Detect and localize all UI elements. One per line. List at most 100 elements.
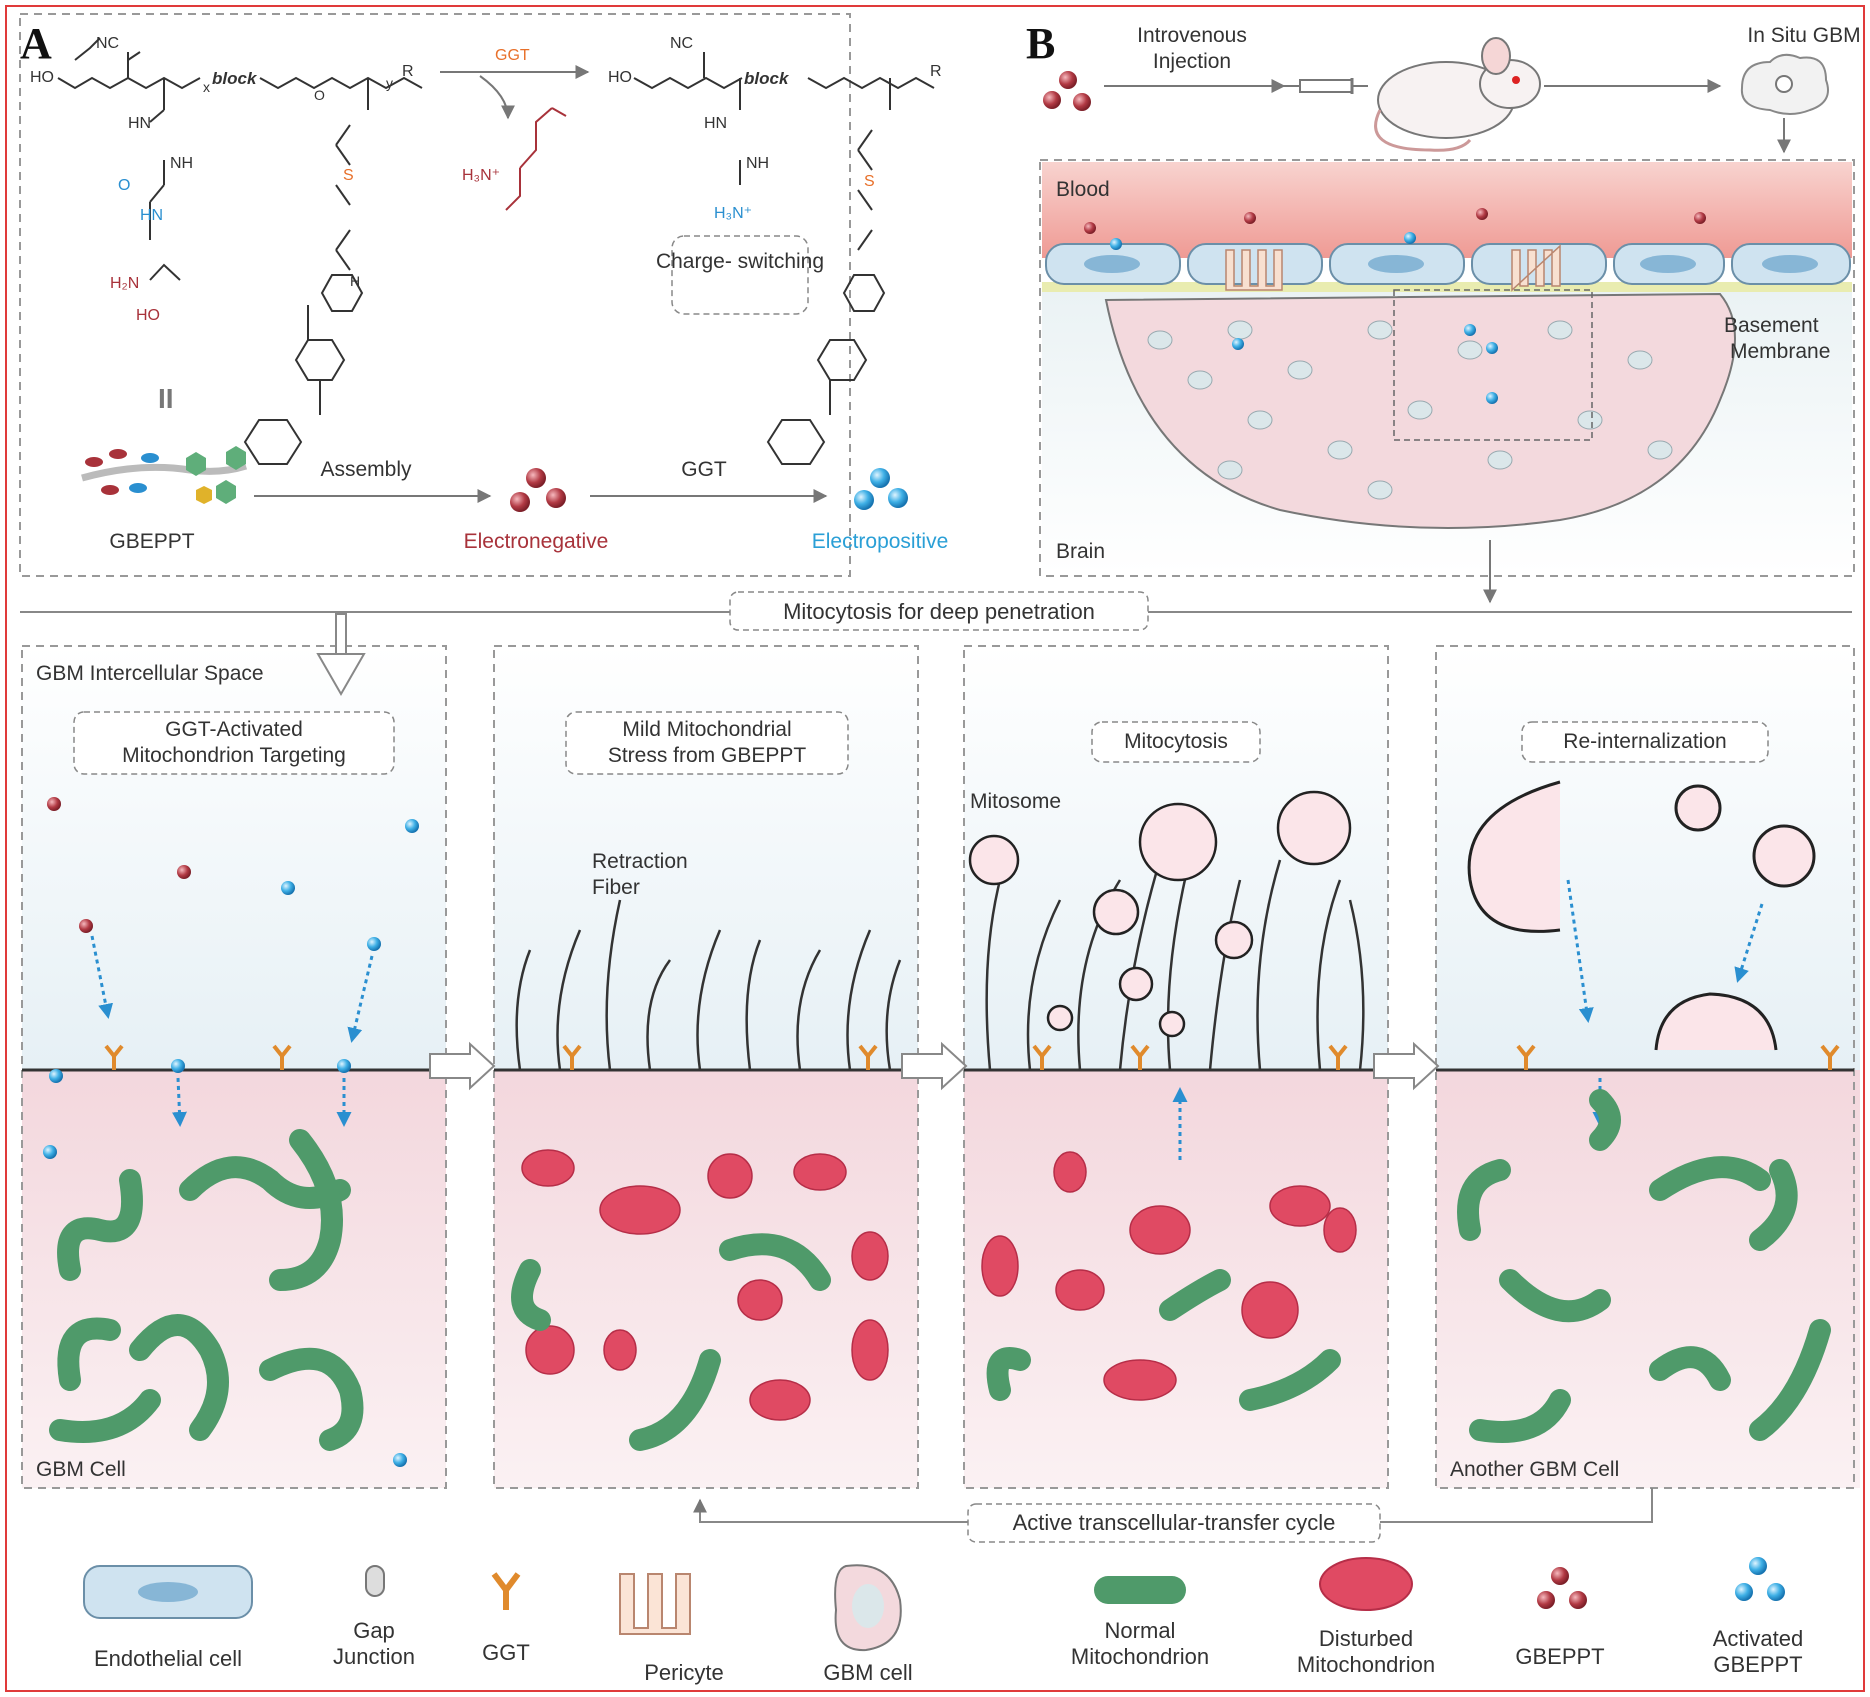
fusing-mitosome xyxy=(1654,992,1778,1051)
stage-2-extracellular xyxy=(494,646,918,1070)
stage-1-top-label: GBM Intercellular Space xyxy=(36,662,264,685)
stage-1-normal-mitochondria xyxy=(49,1129,364,1451)
ggt-activation-label: GGT xyxy=(681,458,727,481)
brain-icon xyxy=(1740,53,1829,115)
block-label-left: block xyxy=(212,69,258,88)
ho-label-right: HO xyxy=(608,69,632,86)
mitosome-small xyxy=(1674,784,1722,832)
ring-h-left: H xyxy=(350,273,360,289)
nc-label-right: NC xyxy=(670,35,693,52)
gbeppt-label: GBEPPT xyxy=(109,530,194,553)
stage-3-disturbed-mitochondria xyxy=(981,1151,1357,1401)
stage-4-normal-mitochondria xyxy=(1457,1089,1831,1443)
stage-4-arrows xyxy=(1566,879,1764,1127)
stage-2-disturbed-mitochondria xyxy=(521,1149,889,1421)
stage-3-ggt-receptors xyxy=(1032,1044,1348,1070)
figure-frame xyxy=(5,5,1865,1692)
retraction-fibers xyxy=(515,899,902,1071)
methoxy-o-left: O xyxy=(314,87,325,103)
basement-membrane-layer xyxy=(1042,282,1852,292)
h3n-label-right: H₃N⁺ xyxy=(714,205,752,222)
panel-a-border xyxy=(19,13,851,577)
stage-2-normal-mitochondria xyxy=(511,1233,831,1451)
banner-label: Mitocytosis for deep penetration xyxy=(783,599,1095,624)
sulfur-label-right: S xyxy=(864,173,875,190)
charge-switching-label: Charge- switching xyxy=(656,250,824,273)
o-label-1: O xyxy=(118,177,130,194)
blood-region xyxy=(1042,162,1852,258)
stage-4-box-label: Re-internalization xyxy=(1563,730,1726,753)
stage-3-box-label: Mitocytosis xyxy=(1124,730,1228,753)
ho-label-left: HO xyxy=(30,69,54,86)
stage-2-ggt-receptors xyxy=(562,1044,878,1070)
cycle-label: Active transcellular-transfer cycle xyxy=(1013,1510,1336,1535)
ggt-reaction-label: GGT xyxy=(495,47,530,64)
stage-1-cytoplasm xyxy=(22,1070,446,1488)
stage-transition-arrows xyxy=(429,1041,1440,1091)
legend-gbm-cell: GBM cell xyxy=(823,1564,913,1685)
electronegative-label: Electronegative xyxy=(464,530,609,553)
stage-1-bottom-label: GBM Cell xyxy=(36,1458,126,1481)
stage-1-particles xyxy=(43,797,419,1467)
endothelium-row xyxy=(1045,243,1851,292)
panel-a: A NC HO x bloc xyxy=(19,13,942,577)
stage-3-cytoplasm xyxy=(964,1070,1388,1488)
x-subscript-left: x xyxy=(203,79,210,95)
electronegative-particles xyxy=(510,468,566,512)
released-arrow xyxy=(479,75,515,120)
zoom-box xyxy=(1393,289,1593,441)
cycle-box xyxy=(967,1503,1381,1543)
ho-label-2: HO xyxy=(136,307,160,324)
polymer-structure-left xyxy=(57,37,423,465)
banner-box xyxy=(729,591,1149,631)
stage-3-box xyxy=(1091,721,1261,763)
nh-label-1: NH xyxy=(170,155,193,172)
brain-label: Brain xyxy=(1056,540,1105,563)
nh-label-right: NH xyxy=(746,155,769,172)
gbeppt-polymer-icon xyxy=(81,446,248,504)
hn-label-2: HN xyxy=(140,207,163,224)
stage-1-box xyxy=(73,711,395,775)
stage-4: Re-internalization Another GBM Cell xyxy=(1435,645,1860,1489)
hn-label-right: HN xyxy=(704,115,727,132)
stage-4-bottom-label: Another GBM Cell xyxy=(1450,1458,1619,1481)
stage-1-ggt-receptors xyxy=(104,1044,292,1070)
blood-particles xyxy=(1084,208,1706,404)
r-label-left: R xyxy=(402,63,414,80)
released-glutamate xyxy=(505,107,567,211)
legend-gbeppt: GBEPPT xyxy=(1515,1567,1605,1669)
tumor-nuclei xyxy=(1147,320,1673,500)
legend-ggt-label: GGT xyxy=(482,1640,530,1665)
electropositive-particles xyxy=(854,468,908,510)
r-label-right: R xyxy=(930,63,942,80)
charge-switching-box xyxy=(671,235,809,315)
legend-ggt: GGT xyxy=(482,1572,530,1665)
panel-b-border xyxy=(1039,159,1855,577)
stage-1-arrows xyxy=(90,935,374,1127)
panel-b-letter: B xyxy=(1026,19,1055,68)
mitosome-label: Mitosome xyxy=(970,790,1061,813)
legend-pericyte: Pericyte xyxy=(619,1573,724,1685)
stage-1-extracellular xyxy=(22,646,446,1070)
nanoparticle-cluster-icon xyxy=(1043,71,1091,111)
polymer-structure-right xyxy=(633,52,935,465)
h2n-label: H₂N xyxy=(110,275,139,292)
legend-endothelial-label: Endothelial cell xyxy=(94,1646,242,1671)
stage-3: Mitocytosis Mitosome xyxy=(963,645,1389,1489)
